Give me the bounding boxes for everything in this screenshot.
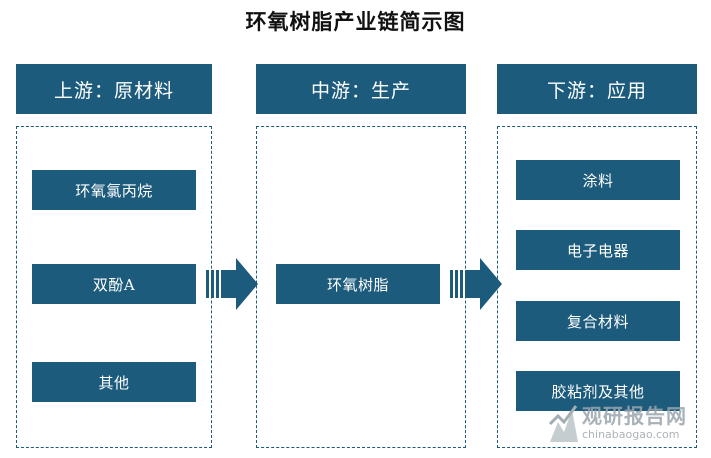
upstream-item-epichlorohydrin: 环氧氯丙烷 (32, 170, 196, 210)
upstream-header: 上游：原材料 (16, 64, 212, 114)
downstream-item-electronics: 电子电器 (516, 230, 680, 270)
flow-arrow-midstream-to-downstream (450, 258, 502, 310)
watermark-logo-icon (548, 405, 578, 442)
watermark-en: chinabaogao.com (582, 428, 680, 441)
upstream-item-bisphenol-a: 双酚A (32, 264, 196, 304)
downstream-item-adhesives: 胶粘剂及其他 (516, 371, 680, 411)
downstream-header: 下游：应用 (497, 64, 697, 114)
midstream-header: 中游：生产 (256, 64, 466, 114)
watermark: 观研报告网 chinabaogao.com (548, 398, 698, 450)
downstream-item-composites: 复合材料 (516, 301, 680, 341)
midstream-item-epoxy-resin: 环氧树脂 (276, 264, 440, 304)
flow-arrow-upstream-to-midstream (206, 258, 258, 310)
downstream-item-coatings: 涂料 (516, 160, 680, 200)
watermark-cn: 观研报告网 (582, 404, 687, 428)
diagram-title: 环氧树脂产业链简示图 (245, 9, 466, 34)
downstream-frame (497, 126, 697, 448)
upstream-item-other: 其他 (32, 362, 196, 402)
